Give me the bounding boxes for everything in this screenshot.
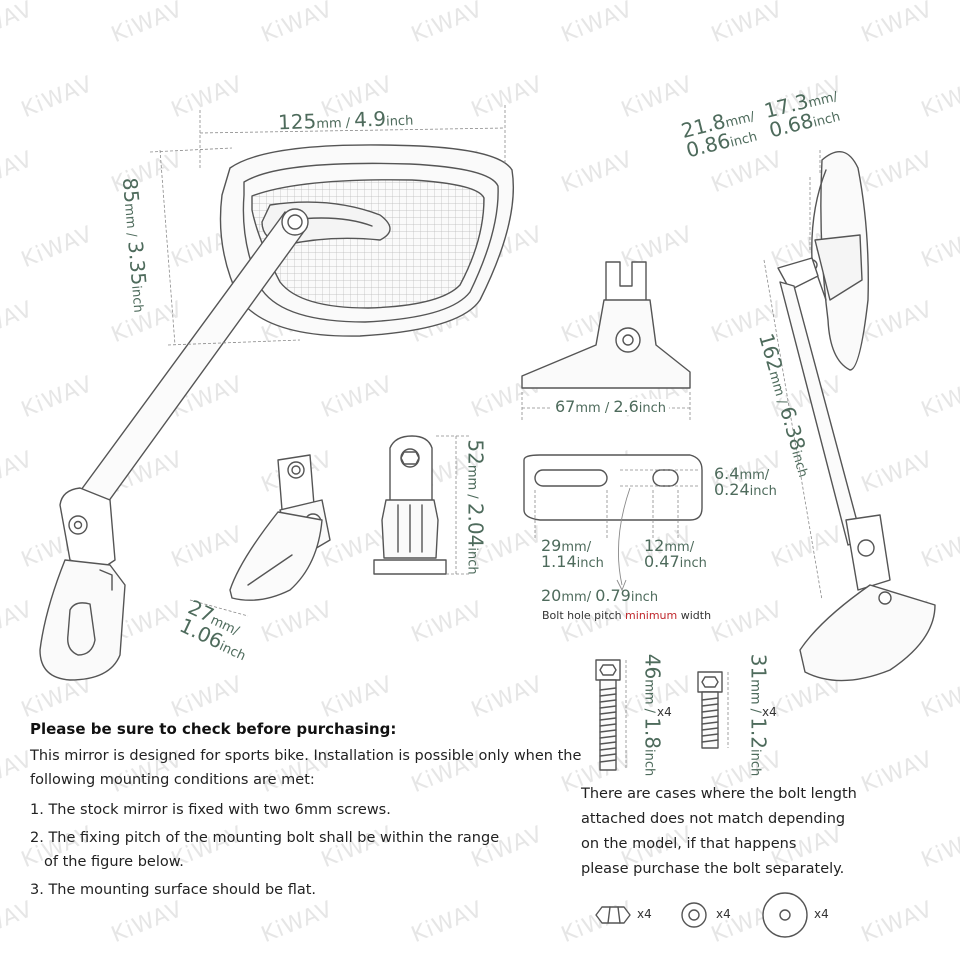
notes-item-1: 1. The stock mirror is fixed with two 6m… xyxy=(30,802,391,818)
notes-intro-2: following mounting conditions are met: xyxy=(30,772,315,788)
purchase-notes: Please be sure to check before purchasin… xyxy=(30,720,590,902)
dim-slot-width: 6.4mm/ 0.24inch xyxy=(714,464,777,499)
nut-qty: x4 xyxy=(637,907,652,921)
dim-slot-left: 29mm/ 1.14inch xyxy=(541,536,604,571)
bolt-note-line-2: attached does not match depending xyxy=(581,811,846,827)
washer-small-icon xyxy=(681,902,707,928)
dimension-lines xyxy=(149,105,823,770)
washer-small-qty: x4 xyxy=(716,907,731,921)
bracket-front xyxy=(521,261,691,389)
pitch-arrow-head xyxy=(616,579,627,592)
washer-large-icon xyxy=(762,892,808,938)
mirror-side-view xyxy=(777,151,936,682)
notes-item-3: 3. The mounting surface should be flat. xyxy=(30,882,317,898)
notes-item-2b: of the figure below. xyxy=(44,854,184,870)
dim-bracket-width: 67mm / 2.6inch xyxy=(552,399,670,415)
bolt-note: There are cases where the bolt length at… xyxy=(581,782,881,882)
bolt-note-line-4: please purchase the bolt separately. xyxy=(581,861,845,877)
mirror-base-front xyxy=(39,487,126,681)
notes-item-2a: 2. The fixing pitch of the mounting bolt… xyxy=(30,830,500,846)
bolt-short-qty: x4 xyxy=(762,705,777,719)
bolt-short xyxy=(697,671,723,749)
pitch-arrow xyxy=(618,487,631,586)
bolt-note-line-1: There are cases where the bolt length xyxy=(581,786,857,802)
bolt-note-line-3: on the model, if that happens xyxy=(581,836,797,852)
slotted-plate xyxy=(523,454,703,521)
dim-width: 125mm / 4.9inch xyxy=(277,106,414,135)
mount-side-view xyxy=(373,435,447,575)
bolt-long-qty: x4 xyxy=(657,705,672,719)
dim-mount-height: 52mm / 2.04inch xyxy=(463,439,488,575)
mirror-head-front xyxy=(219,144,515,337)
mount-perspective xyxy=(229,454,331,601)
dim-slot-right: 12mm/ 0.47inch xyxy=(644,536,707,571)
notes-heading: Please be sure to check before purchasin… xyxy=(30,720,397,738)
bolt-long xyxy=(595,659,621,771)
nut-icon xyxy=(595,906,631,924)
pitch-caption: Bolt hole pitch minimum width xyxy=(542,609,712,622)
notes-intro-1: This mirror is designed for sports bike.… xyxy=(30,748,582,764)
mirror-arm xyxy=(69,208,309,521)
washer-large-qty: x4 xyxy=(814,907,829,921)
dim-pitch-min: 20mm/ 0.79inch xyxy=(541,586,659,605)
